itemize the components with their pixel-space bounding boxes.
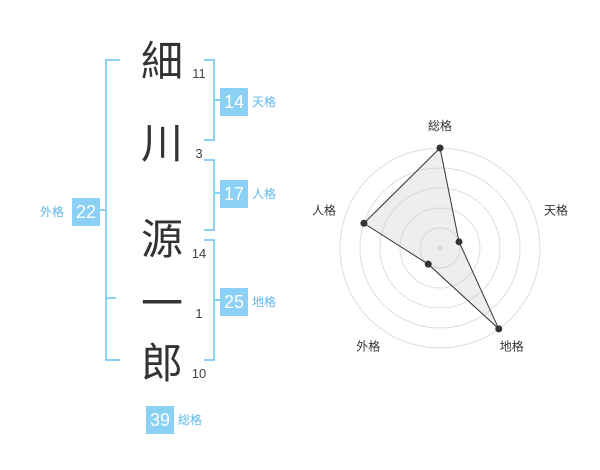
gaikaku-label: 外格: [40, 205, 65, 219]
radar-point: [424, 260, 432, 268]
radar-point: [455, 238, 463, 246]
radar-axis-label: 天格: [544, 202, 568, 217]
chikaku-value: 25: [220, 288, 248, 316]
chikaku-label: 地格: [252, 295, 277, 309]
stroke-count-1: 11: [192, 66, 206, 81]
stroke-count-5: 10: [191, 366, 207, 381]
name-char-3: 源: [140, 215, 183, 264]
stroke-count-3: 14: [191, 246, 207, 261]
radar-rings: [339, 147, 541, 349]
radar-point: [436, 144, 444, 152]
radar-axis-label: 総格: [428, 118, 452, 133]
radar-axis-label: 外格: [356, 339, 380, 354]
name-char-5: 郎: [140, 339, 183, 388]
jinkaku-value: 17: [220, 180, 248, 208]
jinkaku-bracket: [204, 159, 215, 231]
radar-axis-label: 地格: [500, 339, 524, 354]
tenkaku-value: 14: [220, 88, 248, 116]
radar-ring: [379, 187, 501, 309]
radar-point: [495, 325, 503, 333]
soukaku-value: 39: [146, 406, 174, 434]
radar-ring: [419, 227, 461, 269]
radar-points: [360, 144, 503, 333]
radar-point: [360, 219, 368, 227]
name-char-2: 川: [140, 119, 183, 168]
radar-axis-label: 人格: [312, 202, 336, 217]
tenkaku-label: 天格: [252, 95, 277, 109]
stroke-count-4: 1: [195, 306, 203, 321]
radar-ring: [399, 207, 481, 289]
soukaku-label: 総格: [178, 413, 203, 427]
name-char-1: 細: [140, 37, 183, 86]
gaikaku-value: 22: [72, 198, 100, 226]
jinkaku-label: 人格: [252, 187, 277, 201]
radar-area: [363, 146, 500, 330]
name-char-4: 一: [140, 279, 183, 328]
stroke-count-2: 3: [195, 146, 203, 161]
radar-ring: [359, 167, 521, 329]
radar-center-dot: [437, 245, 443, 251]
